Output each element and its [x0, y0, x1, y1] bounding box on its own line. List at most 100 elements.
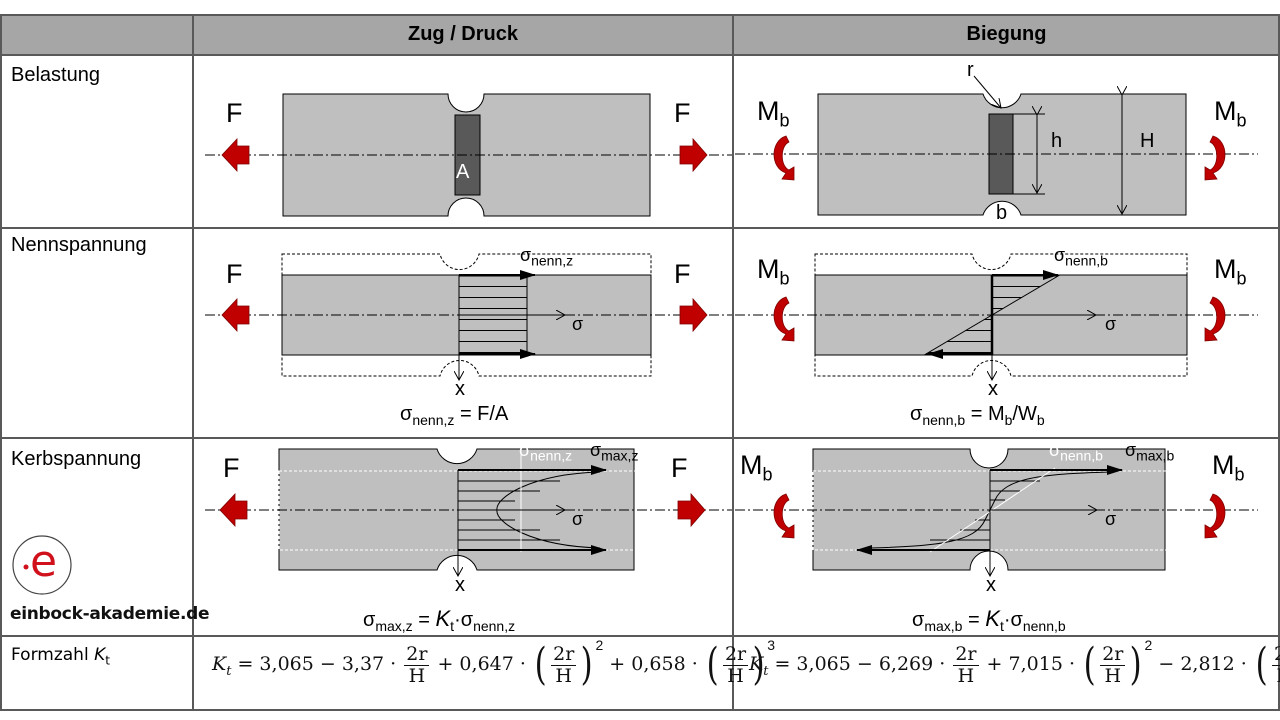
sigma-symbol: σ [363, 609, 376, 631]
force-arrow-right-icon [677, 492, 706, 528]
eq-k: K [985, 606, 1000, 631]
sigma-nenn-z-label: σnenn,z [520, 245, 573, 269]
eq-rhs: = M [965, 403, 1005, 425]
row-label-nennspannung: Nennspannung [11, 234, 147, 256]
sigma-symbol: σ [1054, 245, 1066, 265]
row-label-formzahl: Formzahl Kt [11, 645, 110, 667]
sigma-symbol: σ [520, 245, 532, 265]
exponent: 2 [1144, 637, 1153, 653]
width-b-label: b [996, 202, 1008, 224]
moment-label: Mb [757, 96, 790, 131]
formzahl-label-text: Formzahl [11, 645, 95, 665]
force-label: F [223, 453, 240, 483]
sigma-sub: nenn,b [1065, 252, 1108, 269]
frac-den: H [555, 664, 572, 687]
moment-arrow-left-icon [773, 296, 795, 342]
force-arrow-right-icon [679, 297, 708, 333]
sigma-nenn-z-label: σnenn,z [519, 440, 572, 464]
moment-sub: b [1236, 110, 1247, 131]
paren-left: ( [706, 639, 719, 690]
eq-sub: nenn,b [1022, 618, 1066, 634]
moment-sub: b [1236, 268, 1247, 289]
eq-sub: t [450, 618, 455, 634]
sigma-symbol: σ [400, 403, 413, 425]
fraction: 2rH [1272, 643, 1280, 687]
moment-label: Mb [740, 450, 773, 485]
sigma-symbol: σ [1049, 440, 1061, 460]
force-arrow-right-icon [679, 137, 708, 173]
exponent: 2 [595, 637, 604, 653]
sigma-max-b-label: σmax,b [1125, 440, 1174, 464]
moment-symbol: M [757, 254, 780, 284]
moment-symbol: M [1214, 96, 1237, 126]
moment-symbol: M [1212, 450, 1235, 480]
eq-sub: nenn,z [412, 412, 455, 428]
moment-label: Mb [1214, 254, 1247, 289]
moment-sub: b [779, 268, 790, 289]
frac-num: 2r [1272, 643, 1280, 666]
moment-arrow-right-icon [1204, 135, 1226, 181]
force-label: F [674, 98, 691, 128]
moment-label: Mb [757, 254, 790, 289]
sigma-sub: nenn,z [530, 447, 573, 464]
eq-rhs: ·σ [1003, 609, 1023, 631]
eq-k: K [435, 606, 451, 631]
frac-num: 2r [551, 642, 577, 666]
sigma-sub: max,z [601, 447, 639, 464]
term-2: + 0,658 · [603, 653, 704, 675]
sigma-sub: nenn,z [531, 252, 574, 269]
area-label: A [456, 161, 470, 183]
sigma-symbol: σ [910, 403, 923, 425]
radius-label: r [967, 59, 974, 81]
kt-symbol: K [212, 653, 227, 675]
moment-symbol: M [740, 450, 763, 480]
equation-nenn-b: σnenn,b = Mb/Wb [910, 403, 1045, 428]
moment-arrow-left-icon [773, 135, 795, 181]
height-h-label: h [1051, 130, 1063, 152]
eq-sub: b [1004, 412, 1013, 428]
frac-den: H [408, 664, 426, 687]
row-label-kerbspannung: Kerbspannung [11, 448, 142, 470]
paren-left: ( [534, 639, 547, 690]
term-1: + 0,647 · [431, 653, 532, 675]
frac-den: H [727, 664, 744, 687]
sigma-symbol: σ [519, 440, 531, 460]
moment-sub: b [1234, 464, 1245, 485]
frac-den: H [1104, 664, 1122, 687]
equation-nenn-z: σnenn,z = F/A [400, 403, 508, 428]
eq-sub: nenn,z [473, 618, 516, 634]
x-axis-label: x [455, 574, 465, 596]
column-header-zug-druck: Zug / Druck [407, 23, 518, 45]
x-axis-label: x [986, 574, 996, 596]
radius-pointer [973, 75, 1001, 108]
biegung-notch-stress-diagram [735, 448, 1258, 576]
force-arrow-left-icon [221, 297, 250, 333]
exponent: 3 [767, 637, 776, 653]
paren-right: ) [580, 639, 593, 690]
eq-sub: nenn,b [922, 412, 966, 428]
outer-contour-dashed [281, 253, 652, 377]
stress-hatching [930, 480, 1040, 541]
force-label: F [226, 259, 243, 289]
frac-num: 2r [1100, 642, 1126, 666]
moment-arrow-left-icon [773, 493, 795, 539]
moment-sub: b [762, 464, 773, 485]
sigma-sub: max,b [1136, 447, 1175, 464]
row-label-belastung: Belastung [11, 64, 100, 86]
kt-sub: t [226, 663, 232, 679]
height-H-label: H [1140, 130, 1155, 152]
header-row-bg [0, 15, 1280, 55]
force-arrow-left-icon [219, 492, 248, 528]
sigma-axis-label: σ [1105, 509, 1117, 529]
moment-sub: b [779, 110, 790, 131]
kt-sub: t [763, 663, 769, 679]
zug-nominal-stress-diagram [205, 253, 732, 380]
term-2: − 2,812 · [1152, 653, 1253, 675]
equation-max-z: σmax,z = Kt·σnenn,z [363, 606, 515, 634]
force-label: F [674, 259, 691, 289]
paren-left: ( [1255, 639, 1268, 690]
